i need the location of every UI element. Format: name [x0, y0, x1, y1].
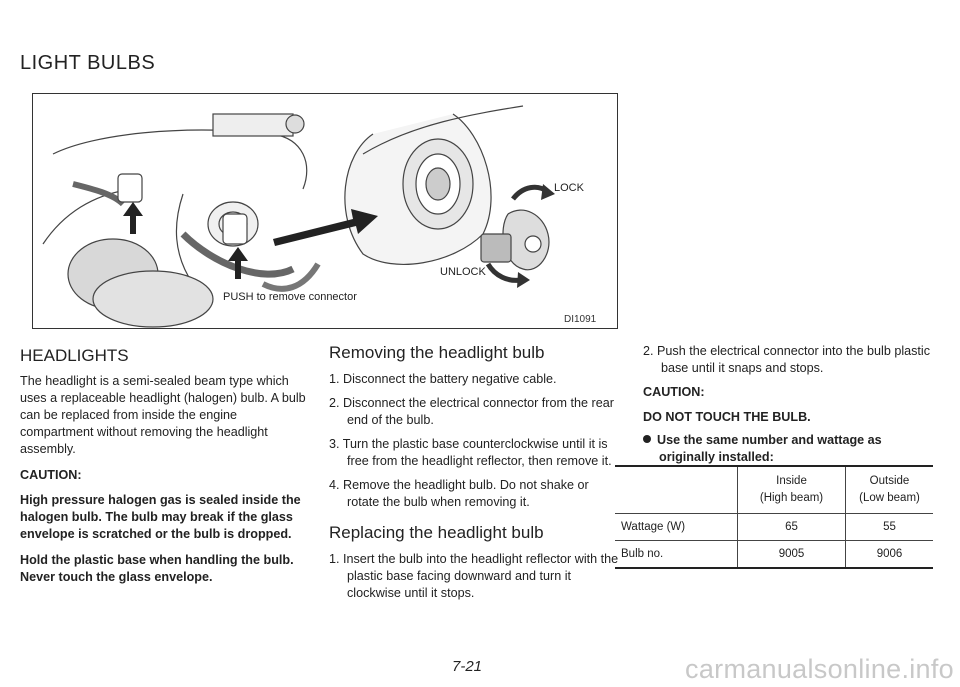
headlights-section: HEADLIGHTS The headlight is a semi-seale… — [20, 346, 312, 586]
headlight-figure: LOCK UNLOCK PUSH to remove connector DI1… — [32, 93, 618, 329]
page-number: 7-21 — [452, 658, 483, 675]
caution-label: CAUTION: — [20, 468, 82, 482]
removing-step: 2. Disconnect the electrical connector f… — [329, 396, 614, 427]
headlights-intro: The headlight is a semi-sealed beam type… — [20, 374, 306, 456]
do-not-touch-warning: DO NOT TOUCH THE BULB. — [643, 410, 811, 424]
cell-bulb-outside: 9006 — [845, 540, 933, 568]
replacing-heading: Replacing the headlight bulb — [329, 523, 544, 542]
lock-label: LOCK — [554, 182, 584, 194]
right-caution-label: CAUTION: — [643, 385, 705, 399]
cell-wattage-inside: 65 — [737, 513, 846, 541]
replacing-steps-continued: 2. Push the electrical connector into th… — [643, 343, 935, 377]
bulb-spec-table: Inside (High beam) Outside (Low beam) Wa… — [615, 465, 933, 569]
page-title: LIGHT BULBS — [20, 52, 156, 74]
removing-section: Removing the headlight bulb 1. Disconnec… — [329, 343, 621, 609]
engine-illustration — [42, 105, 555, 328]
caution-halogen: High pressure halogen gas is sealed insi… — [20, 493, 301, 541]
cell-wattage-outside: 55 — [845, 513, 933, 541]
removing-heading: Removing the headlight bulb — [329, 343, 545, 362]
table-row: Wattage (W) 65 55 — [615, 513, 933, 541]
bullet-icon — [643, 435, 651, 443]
cell-bulb-inside: 9005 — [737, 540, 846, 568]
removing-step: 3. Turn the plastic base counterclockwis… — [329, 437, 612, 468]
caution-handling: Hold the plastic base when handling the … — [20, 553, 294, 584]
removing-steps: 1. Disconnect the battery negative cable… — [329, 371, 621, 511]
headlights-heading: HEADLIGHTS — [20, 346, 129, 365]
table-row: Bulb no. 9005 9006 — [615, 540, 933, 568]
removing-step: 1. Disconnect the battery negative cable… — [329, 372, 557, 386]
row-label-bulb: Bulb no. — [621, 548, 664, 560]
header-outside: Outside (Low beam) — [845, 466, 933, 514]
replacing-steps: 1. Insert the bulb into the headlight re… — [329, 551, 621, 602]
removing-step: 4. Remove the headlight bulb. Do not sha… — [329, 478, 589, 509]
bullet-note-text: Use the same number and wattage as origi… — [657, 433, 882, 464]
bullet-note: Use the same number and wattage as origi… — [643, 432, 935, 466]
figure-code: DI1091 — [564, 314, 597, 325]
unlock-label: UNLOCK — [440, 266, 486, 278]
bulb-spec-table-wrap: Inside (High beam) Outside (Low beam) Wa… — [615, 465, 933, 569]
right-column: 2. Push the electrical connector into th… — [643, 343, 935, 466]
push-label: PUSH to remove connector — [223, 291, 357, 303]
row-label-wattage: Wattage (W) — [621, 521, 686, 533]
watermark: carmanualsonline.info — [685, 654, 954, 684]
replacing-step: 1. Insert the bulb into the headlight re… — [329, 552, 619, 600]
header-inside: Inside (High beam) — [737, 466, 846, 514]
replacing-step-2: 2. Push the electrical connector into th… — [643, 344, 931, 375]
